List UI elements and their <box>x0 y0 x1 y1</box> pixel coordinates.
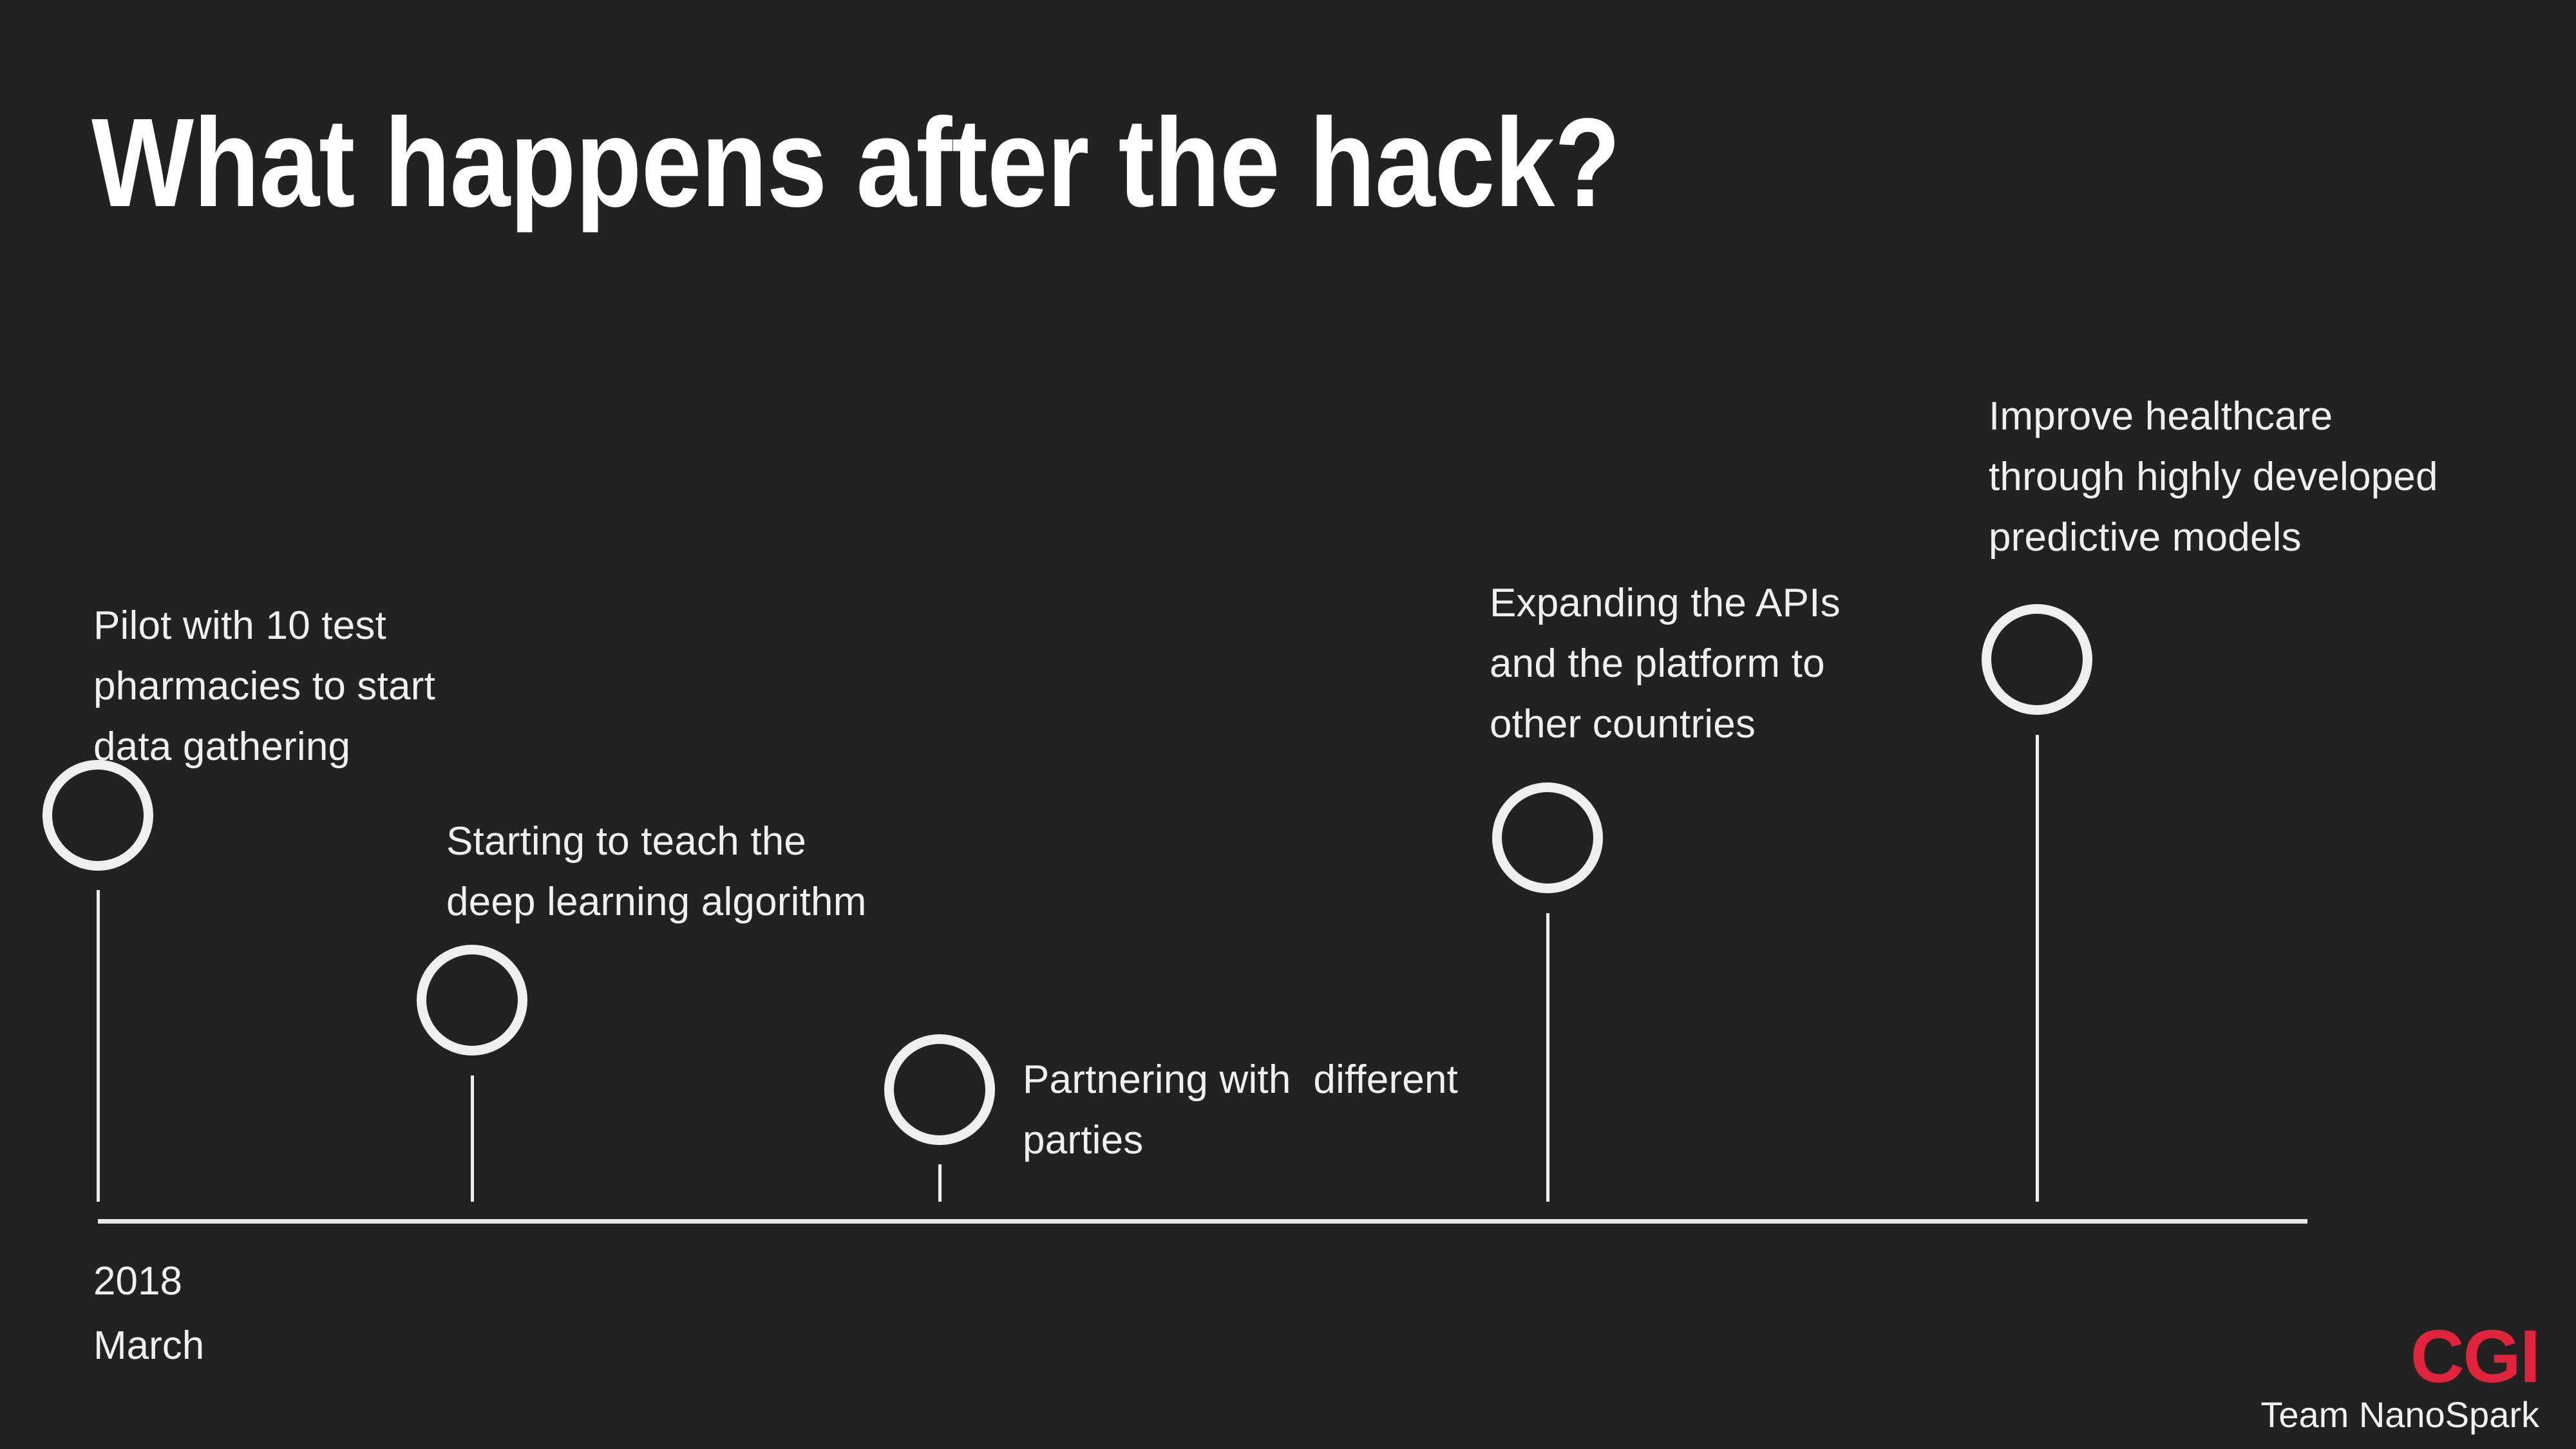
timeline-node-stem-partnering <box>938 1164 942 1202</box>
timeline-node-stem-teach-algorithm <box>471 1075 474 1202</box>
timeline-node-marker-expanding-apis[interactable] <box>1492 782 1603 893</box>
timeline-node-stem-pilot <box>97 890 100 1202</box>
page-title: What happens after the hack? <box>91 92 1620 233</box>
timeline-node-marker-improve-healthcare[interactable] <box>1982 604 2092 715</box>
timeline-node-stem-improve-healthcare <box>2036 735 2039 1202</box>
timeline-node-marker-partnering[interactable] <box>884 1034 995 1145</box>
cgi-logo: CGI <box>2410 1314 2541 1399</box>
timeline-node-label-partnering: Partnering with different parties <box>1023 1057 1459 1163</box>
timeline-node-label-expanding-apis: Expanding the APIs and the platform to o… <box>1490 581 1841 747</box>
timeline-node-label-improve-healthcare: Improve healthcare through highly develo… <box>1989 394 2438 560</box>
timeline-node-stem-expanding-apis <box>1546 913 1549 1202</box>
timeline-start-date: 2018 March <box>93 1259 205 1368</box>
timeline-node-label-pilot: Pilot with 10 test pharmacies to start d… <box>93 603 436 770</box>
team-name-label: Team NanoSpark <box>2260 1394 2539 1435</box>
timeline-axis-line <box>98 1219 2307 1224</box>
timeline-node-marker-teach-algorithm[interactable] <box>417 945 527 1056</box>
timeline-node-label-teach-algorithm: Starting to teach the deep learning algo… <box>446 819 867 925</box>
brand-block: CGI Team NanoSpark <box>2260 1314 2541 1435</box>
